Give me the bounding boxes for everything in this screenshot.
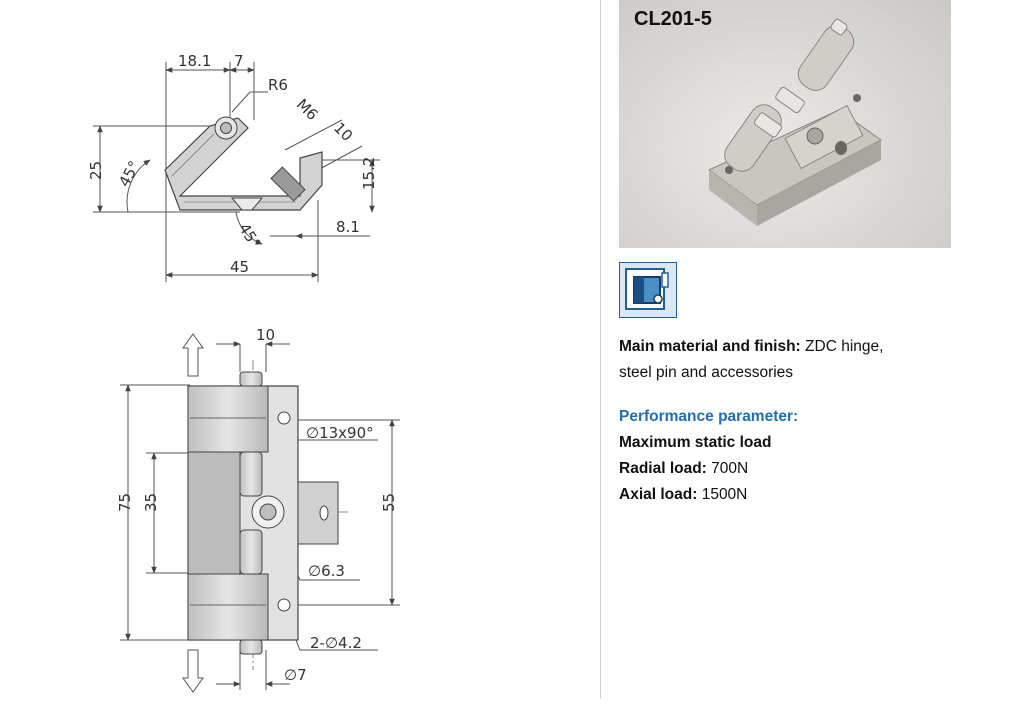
dim-7-front-label: ∅7 xyxy=(284,666,307,684)
performance-spec: Performance parameter: Maximum static lo… xyxy=(619,404,798,508)
top-view-drawing xyxy=(93,62,380,282)
top-view-part xyxy=(164,116,323,211)
dim-8-1-label: 8.1 xyxy=(336,218,360,236)
technical-drawing-panel: 18.1 7 R6 M6 10 25 45° 15.2 8.1 45° 45 xyxy=(87,52,400,693)
radial-load-label: Radial load: xyxy=(619,460,707,477)
material-spec: Main material and finish: ZDC hinge, ste… xyxy=(619,334,883,386)
hinge-illustration xyxy=(708,18,882,226)
mounting-type-icon xyxy=(619,262,677,318)
top-view-labels: 18.1 7 R6 M6 10 25 45° 15.2 8.1 45° 45 xyxy=(87,52,378,276)
dim-15-2-label: 15.2 xyxy=(360,157,378,190)
radial-load-value: 700N xyxy=(706,460,749,477)
performance-heading: Performance parameter: xyxy=(619,408,799,425)
axial-load-value: 1500N xyxy=(697,486,748,503)
dim-75-label: 75 xyxy=(116,493,134,512)
dim-45deg-bottom-label: 45° xyxy=(235,220,264,252)
dim-25-label: 25 xyxy=(87,161,105,180)
axial-load-label: Axial load: xyxy=(619,486,698,503)
hinge-photo: CL201-5 xyxy=(619,0,951,248)
dim-m6-label: M6 xyxy=(293,95,322,124)
dim-10-top-label: 10 xyxy=(330,119,356,145)
dim-13x90-label: ∅13x90° xyxy=(306,424,374,442)
dim-45deg-left-label: 45° xyxy=(115,158,143,190)
dim-r6-label: R6 xyxy=(268,76,288,94)
dim-6-3-label: ∅6.3 xyxy=(308,562,345,580)
product-info-panel: CL201-5 Main material and finish: ZDC hi… xyxy=(601,0,1028,705)
product-code: CL201-5 xyxy=(634,8,712,30)
dim-35-label: 35 xyxy=(142,493,160,512)
technical-drawing: 18.1 7 R6 M6 10 25 45° 15.2 8.1 45° 45 xyxy=(87,52,400,693)
front-view-labels: 10 ∅13x90° 75 35 55 ∅6.3 2-∅4.2 ∅7 xyxy=(116,326,398,684)
max-static-load-label: Maximum static load xyxy=(619,434,772,451)
panel-divider xyxy=(600,0,601,698)
dim-55-label: 55 xyxy=(380,493,398,512)
dim-7-label: 7 xyxy=(234,52,244,70)
material-label: Main material and finish: xyxy=(619,338,801,355)
dim-2-4-2-label: 2-∅4.2 xyxy=(310,634,362,652)
front-view-part xyxy=(187,371,339,655)
dim-10-front-label: 10 xyxy=(256,326,275,344)
material-value: ZDC hinge, xyxy=(800,338,884,355)
material-value-cont: steel pin and accessories xyxy=(619,364,794,381)
dim-45-label: 45 xyxy=(230,258,249,276)
dim-18-1-label: 18.1 xyxy=(178,52,211,70)
